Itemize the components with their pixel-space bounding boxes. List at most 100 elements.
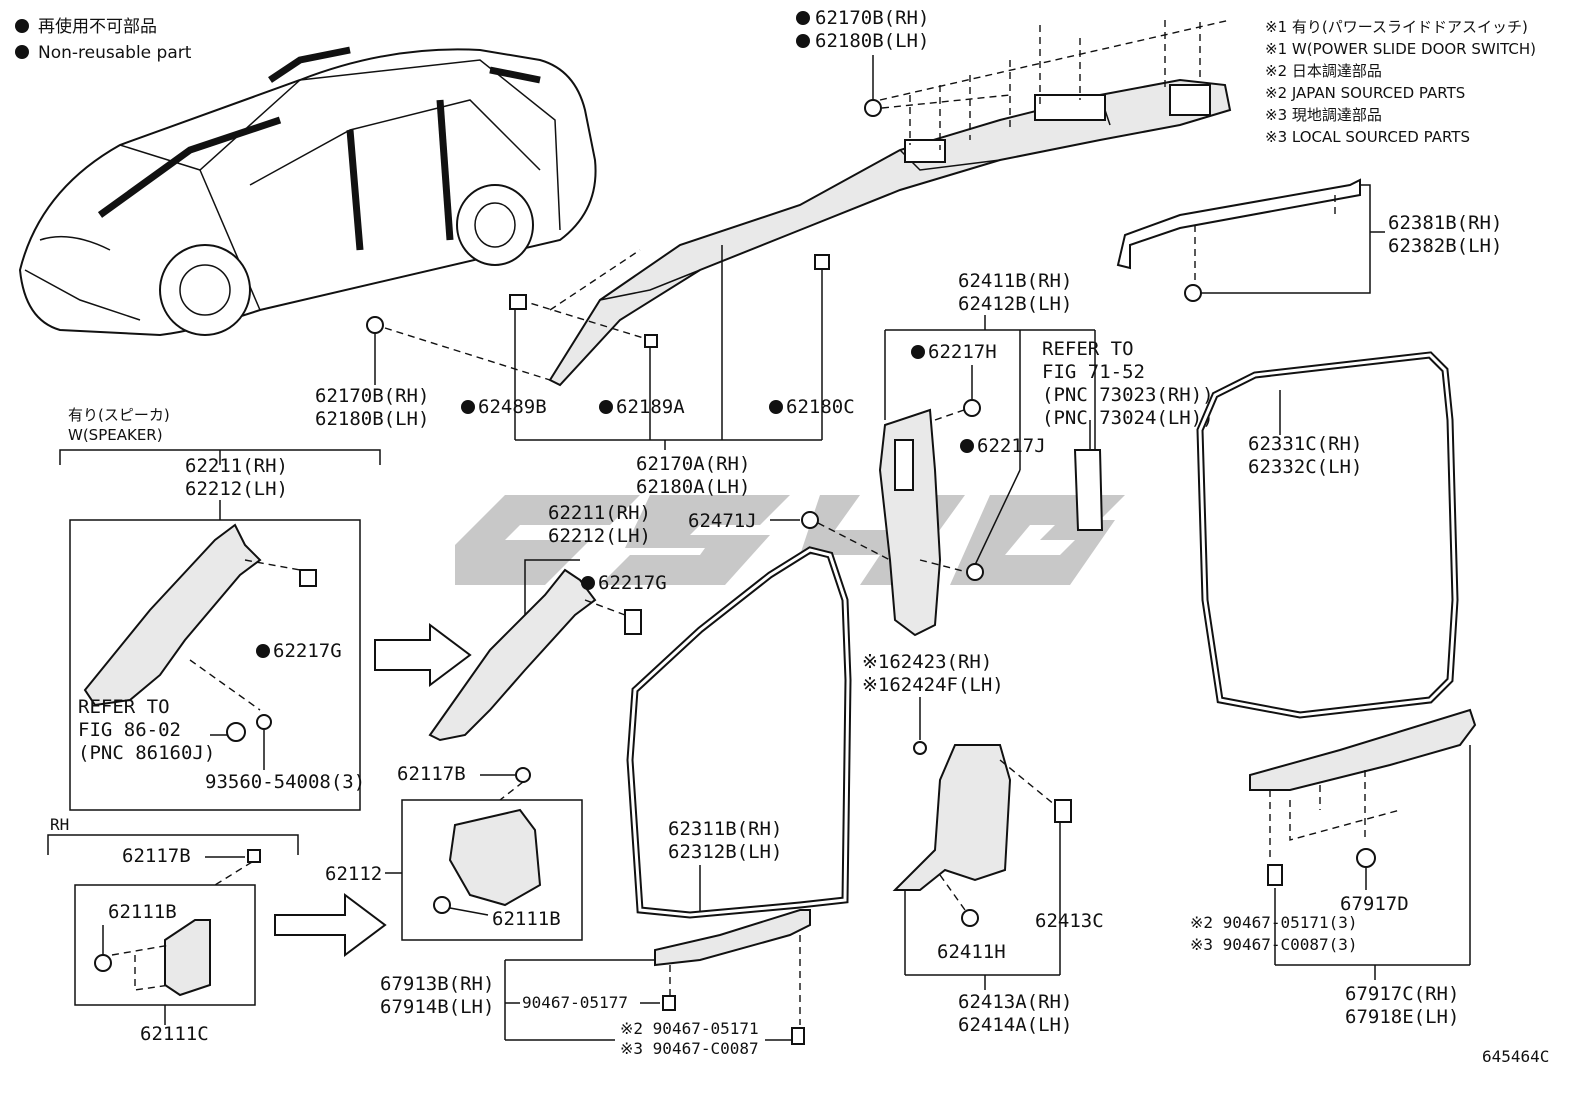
note-1-jp: ※1 有り(パワースライドドアスイッチ) xyxy=(1265,18,1528,36)
label-62312b-lh: 62312B(LH) xyxy=(668,841,782,863)
label-90467-05177: 90467-05177 xyxy=(522,993,628,1012)
label-67914b-lh: 67914B(LH) xyxy=(380,996,494,1018)
label-62332c-lh: 62332C(LH) xyxy=(1248,456,1362,478)
speaker-icon xyxy=(226,722,246,742)
note-2-en: ※2 JAPAN SOURCED PARTS xyxy=(1265,84,1465,102)
label-62331c-rh: 62331C(RH) xyxy=(1248,433,1362,455)
non-reusable-bullet-icon xyxy=(911,345,925,359)
clip-icon xyxy=(1356,848,1376,868)
label-62411h: 62411H xyxy=(937,941,1006,963)
note-3-en: ※3 LOCAL SOURCED PARTS xyxy=(1265,128,1470,146)
label-67918e-lh: 67918E(LH) xyxy=(1345,1006,1459,1028)
legend: 再使用不可部品 Non-reusable part xyxy=(15,16,192,63)
non-reusable-bullet-icon xyxy=(796,34,810,48)
label-62217g: 62217G xyxy=(598,572,667,594)
label-62411b-rh: 62411B(RH) xyxy=(958,270,1072,292)
b-pillar-lower: ※162423(RH) ※162424F(LH) 62413C 62411H 6… xyxy=(862,651,1104,1036)
b-pillar-upper: 62411B(RH) 62412B(LH) 62217H 62217J REFE… xyxy=(878,270,1214,637)
label-62217j: 62217J xyxy=(977,435,1046,457)
label-62111b-rh: 62111B xyxy=(108,901,177,923)
label-62211-rh: 62211(RH) xyxy=(548,502,651,524)
label-62111b: 62111B xyxy=(492,908,561,930)
rear-scuff-plate: 67917D ※2 90467-05171(3) ※3 90467-C0087(… xyxy=(1190,708,1477,1028)
note-2-jp: ※2 日本調達部品 xyxy=(1265,62,1382,80)
clip-icon xyxy=(963,399,981,417)
arrow-right-icon xyxy=(374,623,472,687)
label-refer-86: REFER TO xyxy=(78,696,170,718)
label-62217g-box: 62217G xyxy=(273,640,342,662)
label-67917c-rh: 67917C(RH) xyxy=(1345,983,1459,1005)
label-62112: 62112 xyxy=(325,863,382,885)
clip-icon xyxy=(801,511,819,529)
label-refer-71-fig: FIG 71-52 xyxy=(1042,361,1145,383)
label-67917d: 67917D xyxy=(1340,893,1409,915)
label-rh-tag: RH xyxy=(50,815,69,834)
label-62212-lh: 62212(LH) xyxy=(548,525,651,547)
clip-icon xyxy=(515,767,531,783)
non-reusable-bullet-icon xyxy=(796,11,810,25)
non-reusable-bullet-icon xyxy=(461,400,475,414)
slide-door-seal: 62331C(RH) 62332C(LH) xyxy=(1196,351,1459,719)
speaker-detail-box xyxy=(69,519,361,811)
notes-block: ※1 有り(パワースライドドアスイッチ) ※1 W(POWER SLIDE DO… xyxy=(1265,18,1536,146)
vehicle-illustration xyxy=(18,46,597,337)
legend-jp: 再使用不可部品 xyxy=(38,16,157,37)
label-90467-c0087-note: ※3 90467-C0087 xyxy=(620,1039,759,1058)
roof-rail-trim xyxy=(519,19,1232,387)
quarter-window-trim: 62381B(RH) 62382B(LH) xyxy=(1116,178,1502,302)
label-62471j: 62471J xyxy=(688,510,757,532)
cowl-side-62112: 62117B 62112 62111B xyxy=(325,763,583,941)
label-refer-71-pnc2: (PNC 73024(LH)) xyxy=(1042,407,1214,429)
clip-icon xyxy=(864,99,882,117)
label-speaker-jp: 有り(スピーカ) xyxy=(68,406,170,424)
clip-62170b-left: 62170B(RH) 62180B(LH) xyxy=(315,316,551,430)
label-62117b: 62117B xyxy=(397,763,466,785)
legend-bullet-icon xyxy=(15,19,29,33)
figure-code: 645464C xyxy=(1482,1047,1549,1066)
non-reusable-bullet-icon xyxy=(256,644,270,658)
label-62180b-top-lh: 62180B(LH) xyxy=(815,30,929,52)
front-door-seal: 62311B(RH) 62312B(LH) xyxy=(626,546,852,919)
screw-icon xyxy=(256,714,272,730)
label-62180a-lh: 62180A(LH) xyxy=(636,476,750,498)
label-rear-90467-c0087: ※3 90467-C0087(3) xyxy=(1190,935,1358,954)
arrow-right-icon xyxy=(274,893,387,957)
label-62412b-lh: 62412B(LH) xyxy=(958,293,1072,315)
clip-icon xyxy=(94,954,112,972)
legend-en: Non-reusable part xyxy=(38,43,192,63)
label-62211-box-rh: 62211(RH) xyxy=(185,455,288,477)
label-62170b-top-rh: 62170B(RH) xyxy=(815,7,929,29)
clip-icon xyxy=(1184,284,1202,302)
switch-icon xyxy=(913,741,927,755)
label-refer-71-pnc1: (PNC 73023(RH)) xyxy=(1042,384,1214,406)
clip-62170b-top: 62170B(RH) 62180B(LH) xyxy=(796,7,1011,117)
cowl-side-rh: RH 62117B 62111B 62111C xyxy=(47,815,299,1045)
label-67913b-rh: 67913B(RH) xyxy=(380,973,494,995)
label-62381b-rh: 62381B(RH) xyxy=(1388,212,1502,234)
cowl-62112-box xyxy=(401,799,583,941)
non-reusable-bullet-icon xyxy=(581,576,595,590)
label-62170b-left-rh: 62170B(RH) xyxy=(315,385,429,407)
legend-bullet-icon xyxy=(15,45,29,59)
a-pillar: 62211(RH) 62212(LH) 62217G 62471J xyxy=(428,502,891,742)
label-62413c: 62413C xyxy=(1035,910,1104,932)
label-62382b-lh: 62382B(LH) xyxy=(1388,235,1502,257)
label-90467-05171-note: ※2 90467-05171 xyxy=(620,1019,759,1038)
label-62189a: 62189A xyxy=(616,396,685,418)
label-speaker-en: W(SPEAKER) xyxy=(68,426,163,444)
non-reusable-bullet-icon xyxy=(769,400,783,414)
a-pillar-speaker-box: 有り(スピーカ) W(SPEAKER) 62211(RH) 62212(LH) … xyxy=(59,406,381,811)
label-62180c: 62180C xyxy=(786,396,855,418)
label-62424f-lh: ※162424F(LH) xyxy=(862,674,1004,696)
label-62217h: 62217H xyxy=(928,341,997,363)
label-62117b-rh: 62117B xyxy=(122,845,191,867)
clip-icon xyxy=(366,316,384,334)
clip-icon xyxy=(961,909,979,927)
label-62414a-lh: 62414A(LH) xyxy=(958,1014,1072,1036)
label-refer-86-fig: FIG 86-02 xyxy=(78,719,181,741)
label-rear-90467-05171: ※2 90467-05171(3) xyxy=(1190,913,1358,932)
label-62180b-left-lh: 62180B(LH) xyxy=(315,408,429,430)
non-reusable-bullet-icon xyxy=(599,400,613,414)
clip-icon xyxy=(433,896,451,914)
